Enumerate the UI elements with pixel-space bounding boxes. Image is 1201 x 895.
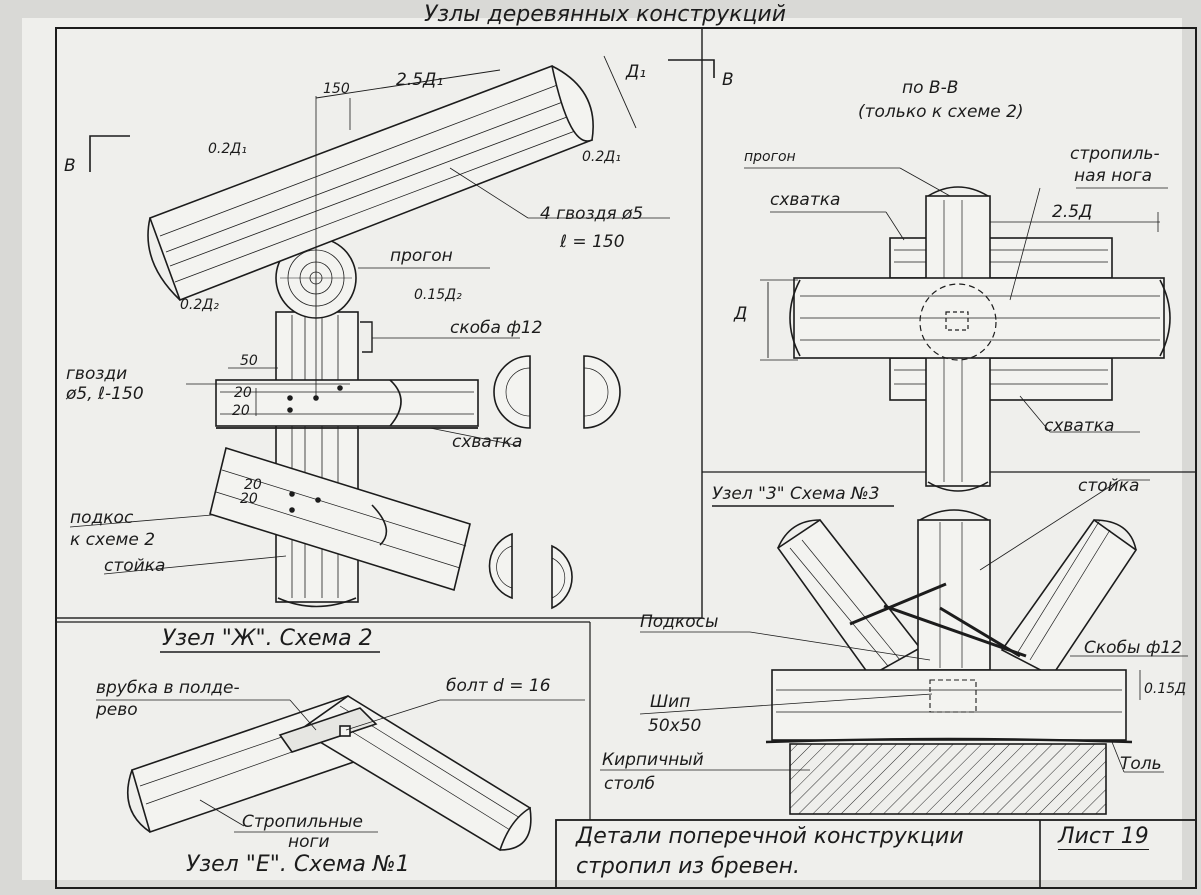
label-staple: скоба ф12 <box>450 318 543 338</box>
label-brace: подкос <box>70 508 134 528</box>
bb-label-rafter-2: ная нога <box>1074 166 1153 186</box>
bb-label-purlin: прогон <box>744 149 796 165</box>
bb-label-clamp-top: схватка <box>770 190 841 210</box>
dim-diameter: Д₁ <box>626 62 647 82</box>
node3-title: Узел "3" Схема №3 <box>712 484 880 504</box>
dim-20-c: 20 <box>244 477 262 493</box>
nodeZh-label-notch-2: рево <box>96 700 138 720</box>
main-node-drawing <box>69 55 715 610</box>
node3-drawing <box>600 479 1188 815</box>
node3-label-braces: Подкосы <box>640 612 719 632</box>
dim-20-d: 20 <box>240 491 258 507</box>
label-clamp: схватка <box>452 432 523 452</box>
dim-50: 50 <box>240 353 258 369</box>
dim-02-right: 0.2Д₁ <box>582 149 621 165</box>
nodeZh-label-notch-1: врубка в полде- <box>96 678 240 698</box>
node3-label-pillar-2: столб <box>604 774 655 794</box>
label-nails4: 4 гвоздя ø5 <box>540 204 644 224</box>
title-block-sheet-number: Лист 19 <box>1058 824 1149 850</box>
title-block-line-1: Детали поперечной конструкции <box>576 824 964 849</box>
label-post: стойка <box>104 556 166 576</box>
dim-150: 150 <box>323 81 350 97</box>
dim-015: 0.15Д₂ <box>414 287 462 303</box>
dim-02-bottom: 0.2Д₂ <box>180 297 219 313</box>
title-block-line-2: стропил из бревен. <box>576 854 801 879</box>
nodeE-label-rafters-1: Стропильные <box>242 812 364 832</box>
dim-length: 2.5Д₁ <box>396 70 444 90</box>
nodeZh-drawing <box>96 695 585 852</box>
section-bb-title: по В-В <box>902 78 959 98</box>
nodeZh-title: Узел "Ж". Схема 2 <box>162 626 373 651</box>
label-brace-scheme: к схеме 2 <box>70 530 156 550</box>
nodeE-title: Узел "Е". Схема №1 <box>186 852 410 877</box>
section-bb-note: (только к схеме 2) <box>858 102 1024 122</box>
label-nails4-length: ℓ = 150 <box>560 232 625 252</box>
nodeE-label-rafters-2: ноги <box>288 832 330 852</box>
bb-label-clamp-bottom: схватка <box>1044 416 1115 436</box>
node3-label-pillar-1: Кирпичный <box>602 750 704 770</box>
node3-label-staples: Скобы ф12 <box>1084 638 1183 658</box>
section-marker-left: В <box>64 156 76 176</box>
bb-label-rafter-1: стропиль- <box>1070 144 1160 164</box>
bb-dim-d: Д <box>734 304 748 324</box>
section-marker-right: В <box>722 70 734 90</box>
title-block <box>555 819 1197 889</box>
section-bb-drawing <box>744 167 1171 492</box>
label-nails-spec: ø5, ℓ-150 <box>66 384 144 404</box>
main-node-box <box>55 27 703 619</box>
node3-label-post: стойка <box>1078 476 1140 496</box>
dim-02-left: 0.2Д₁ <box>208 141 247 157</box>
node3-label-tar: Толь <box>1120 754 1162 774</box>
sheet-title: Узлы деревянных конструкций <box>424 2 787 27</box>
nodeZh-label-bolt: болт d = 16 <box>446 676 551 696</box>
node3-label-tenon-size: 50х50 <box>648 716 702 736</box>
node3-label-tenon: Шип <box>650 692 691 712</box>
dim-20-b: 20 <box>232 403 250 419</box>
label-purlin: прогон <box>390 246 453 266</box>
bb-dim-25: 2.5Д <box>1052 202 1093 222</box>
label-nails: гвозди <box>66 364 128 384</box>
node3-dim: 0.15Д <box>1144 681 1187 697</box>
dim-20-a: 20 <box>234 385 252 401</box>
